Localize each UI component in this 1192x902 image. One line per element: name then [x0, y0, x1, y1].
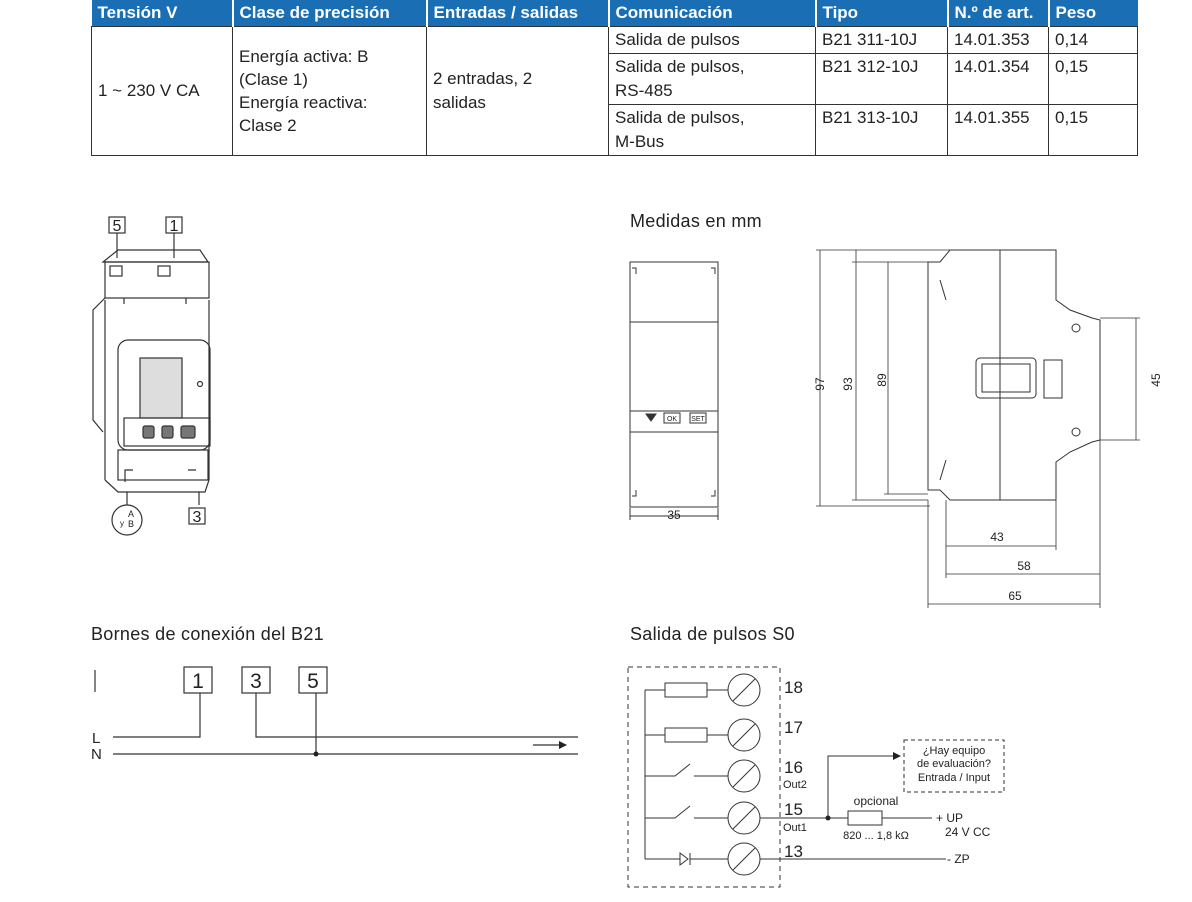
- precision-line: (Clase 1): [239, 70, 308, 89]
- dimensions-title: Medidas en mm: [630, 211, 762, 231]
- terminals-title: Bornes de conexión del B21: [91, 624, 324, 644]
- precision-line: Clase 2: [239, 116, 297, 135]
- pin-13: 13: [784, 842, 803, 861]
- precision-line: Energía activa: B: [239, 47, 369, 66]
- header-weight: Peso: [1048, 0, 1138, 27]
- terminal-1: 1: [192, 670, 204, 693]
- optional-label: opcional: [854, 794, 899, 808]
- device-sketch: 5 1: [92, 216, 211, 536]
- seal-b: B: [128, 519, 134, 529]
- side-dimension-lines: [816, 249, 1140, 608]
- weight-cell: 0,15: [1048, 104, 1138, 156]
- zp-label: - ZP: [947, 852, 970, 866]
- pulse-output-title: Salida de pulsos S0: [630, 624, 795, 644]
- dim-45: 45: [1149, 373, 1163, 387]
- spec-table: Tensión V Clase de precisión Entradas / …: [91, 0, 1138, 156]
- header-comm: Comunicación: [608, 0, 817, 27]
- table-row: Salida de pulsos, RS-485 B21 312-10J 14.…: [92, 53, 1138, 105]
- terminal-box-5: [298, 666, 328, 694]
- vcc-label: 24 V CC: [945, 825, 991, 839]
- pin-18: 18: [784, 678, 803, 697]
- pulse-diagram: [627, 666, 1005, 888]
- terminal-5: 5: [307, 670, 319, 693]
- pin-16: 16: [784, 758, 803, 777]
- dim-65: 65: [1008, 589, 1022, 603]
- label-box-3: [188, 507, 206, 525]
- header-type: Tipo: [815, 0, 949, 27]
- dim-35: 35: [667, 508, 681, 522]
- dim-43: 43: [990, 530, 1004, 544]
- up-label: + UP: [936, 811, 963, 825]
- comm-cell: Salida de pulsos: [608, 26, 816, 54]
- out2-label: Out2: [783, 779, 807, 791]
- comm-line: Salida de pulsos,: [615, 57, 745, 76]
- front-btn-ok: OK: [667, 416, 677, 423]
- pin-15: 15: [784, 800, 803, 819]
- pin-17: 17: [784, 718, 803, 737]
- terminal-box-1: [183, 666, 213, 694]
- io-line: 2 entradas, 2: [433, 69, 533, 88]
- comm-cell: Salida de pulsos, M-Bus: [608, 104, 816, 156]
- out1-label: Out1: [783, 822, 807, 834]
- label-5: 5: [113, 218, 122, 235]
- dim-58: 58: [1017, 559, 1031, 573]
- comm-line: M-Bus: [615, 132, 665, 151]
- eval-question-1: ¿Hay equipo: [923, 745, 985, 757]
- header-voltage: Tensión V: [91, 0, 234, 27]
- voltage-cell: 1 ~ 230 V CA: [91, 26, 233, 156]
- header-art: N.º de art.: [947, 0, 1050, 27]
- art-cell: 14.01.355: [947, 104, 1049, 156]
- side-view: [927, 249, 1101, 501]
- front-btn-set: SET: [691, 416, 705, 423]
- seal-y: y: [120, 519, 124, 528]
- io-line: salidas: [433, 93, 486, 112]
- table-row: Salida de pulsos, M-Bus B21 313-10J 14.0…: [92, 104, 1138, 156]
- dim-89: 89: [875, 373, 889, 387]
- label-3: 3: [193, 509, 202, 526]
- terminals-diagram: [94, 666, 578, 755]
- resistor-value: 820 ... 1,8 kΩ: [843, 830, 909, 842]
- io-cell: 2 entradas, 2 salidas: [426, 26, 609, 156]
- art-cell: 14.01.354: [947, 53, 1049, 105]
- label-1: 1: [170, 218, 179, 235]
- weight-cell: 0,15: [1048, 53, 1138, 105]
- comm-line: Salida de pulsos,: [615, 108, 745, 127]
- eval-question-2: de evaluación?: [917, 758, 991, 770]
- n-junction-dot: [313, 751, 319, 757]
- line-l-label: L: [92, 730, 100, 747]
- header-precision: Clase de precisión: [232, 0, 428, 27]
- eval-question-3: Entrada / Input: [918, 772, 990, 784]
- type-cell: B21 313-10J: [815, 104, 948, 156]
- comm-cell: Salida de pulsos, RS-485: [608, 53, 816, 105]
- precision-cell: Energía activa: B (Clase 1) Energía reac…: [232, 26, 427, 156]
- precision-line: Energía reactiva:: [239, 93, 368, 112]
- comm-line: RS-485: [615, 81, 673, 100]
- table-row: 1 ~ 230 V CA Energía activa: B (Clase 1)…: [91, 26, 1138, 156]
- front-view: [629, 261, 719, 520]
- art-cell: 14.01.353: [947, 26, 1049, 54]
- seal-a: A: [128, 509, 134, 519]
- junction-dot: [825, 815, 831, 821]
- header-io: Entradas / salidas: [426, 0, 610, 27]
- table-header-row: Tensión V Clase de precisión Entradas / …: [91, 0, 1138, 27]
- terminal-3: 3: [250, 670, 262, 693]
- dim-97: 97: [813, 377, 827, 391]
- dim-93: 93: [841, 377, 855, 391]
- line-n-label: N: [91, 746, 102, 763]
